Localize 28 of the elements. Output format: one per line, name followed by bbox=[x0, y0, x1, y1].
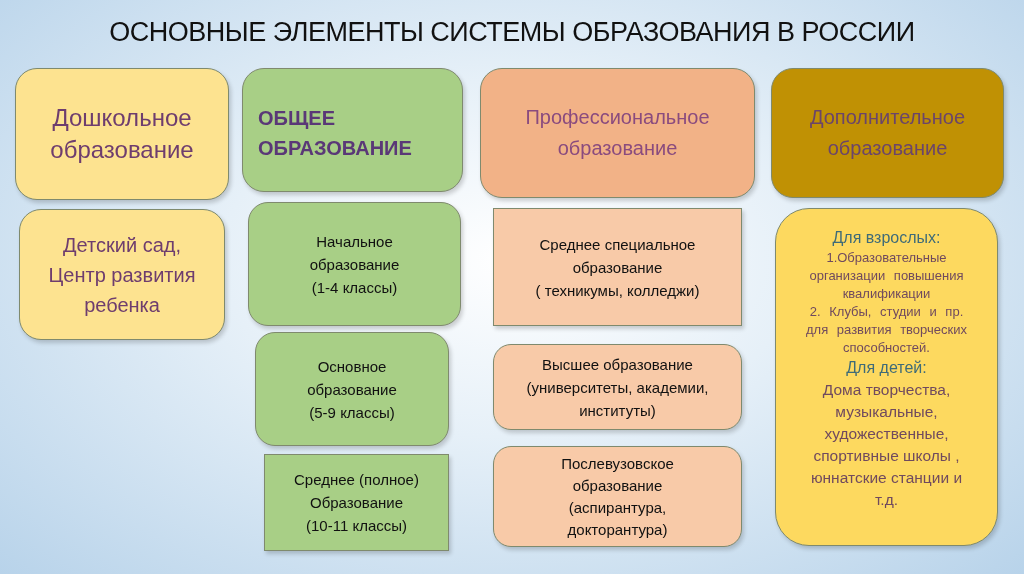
box-heading: Дошкольное образование bbox=[49, 103, 195, 165]
category-box bbox=[15, 68, 229, 200]
level-box bbox=[19, 209, 225, 340]
section-heading: Для детей: bbox=[846, 358, 927, 378]
box-heading: Дополнительное образование bbox=[808, 105, 967, 161]
box-text: Детский сад, Центр развития ребенка bbox=[47, 232, 197, 318]
box-text: Среднее специальное образование ( техникумы, колледжи) bbox=[534, 234, 701, 301]
box-text: Основное образование (5-9 классы) bbox=[306, 356, 398, 423]
box-heading: ОБЩЕЕ ОБРАЗОВАНИЕ bbox=[258, 106, 413, 161]
category-box bbox=[771, 68, 1004, 198]
level-box bbox=[264, 454, 449, 551]
info-box bbox=[775, 208, 998, 546]
box-heading: Профессиональное образование bbox=[524, 105, 711, 161]
box-text: Среднее (полное) Образование (10-11 классы) bbox=[293, 470, 420, 536]
box-text: Высшее образование (университеты, академии, институты) bbox=[525, 354, 710, 421]
section-heading: Для взрослых: bbox=[832, 228, 941, 248]
level-box bbox=[493, 208, 742, 326]
level-box bbox=[248, 202, 461, 326]
category-box bbox=[480, 68, 755, 198]
title: ОСНОВНЫЕ ЭЛЕМЕНТЫ СИСТЕМЫ ОБРАЗОВАНИЯ В РОССИИ bbox=[108, 16, 916, 49]
list-item: 2. Клубы, студии и пр. для развития творческих способностей. bbox=[805, 303, 968, 357]
level-box bbox=[493, 344, 742, 430]
level-box bbox=[255, 332, 449, 446]
box-text: Дома творчества, музыкальные, художественные, спортивные школы , юннатские станции и т.д. bbox=[809, 380, 964, 510]
level-box bbox=[493, 446, 742, 547]
box-text: Начальное образование (1-4 классы) bbox=[308, 231, 401, 298]
box-text: Послевузовское образование (аспирантура, докторантура) bbox=[560, 453, 675, 540]
category-box bbox=[242, 68, 463, 192]
